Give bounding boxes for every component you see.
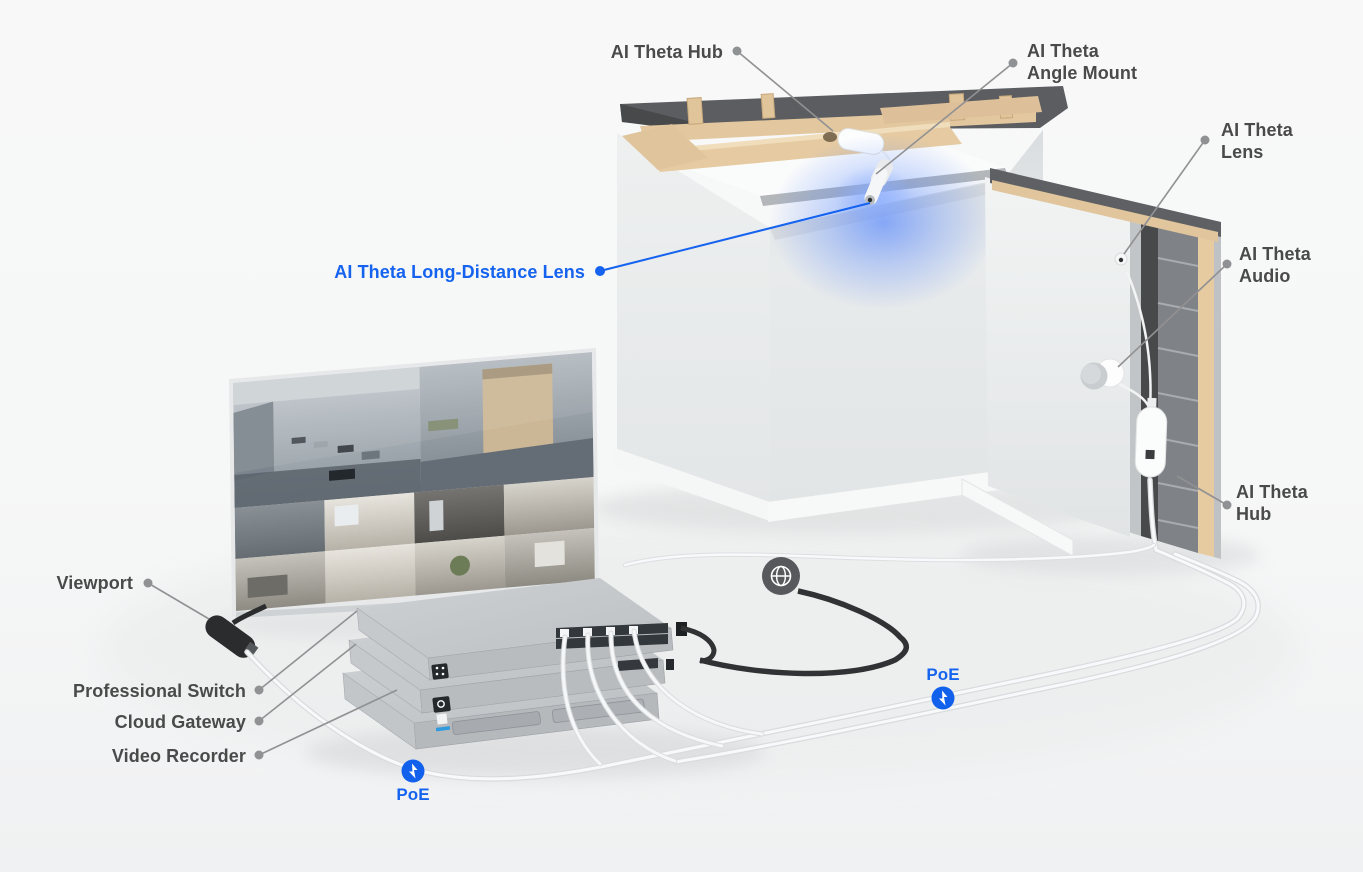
label-ai-theta-long-distance-lens: AI Theta Long-Distance Lens — [334, 262, 585, 282]
poe-badge-switch — [931, 686, 955, 710]
internet-globe-icon — [762, 557, 800, 595]
label-poe-recorder: PoE — [396, 785, 430, 804]
label-poe-switch: PoE — [926, 665, 960, 684]
right-wall-cutaway — [961, 168, 1221, 559]
viewport-adapter — [205, 603, 268, 658]
label-ai-theta-audio: AI Theta Audio — [1239, 244, 1311, 286]
camera-feed-monitor — [229, 348, 599, 618]
viewport-cable — [231, 603, 268, 626]
theta-lens-device — [1114, 252, 1128, 266]
uplink-cable — [680, 588, 909, 677]
theta-long-distance-lens-device — [864, 159, 893, 205]
label-ai-theta-angle-mount: AI Theta Angle Mount — [1027, 41, 1138, 83]
label-ai-theta-hub-right: AI Theta Hub — [1236, 482, 1308, 524]
wall-hub-device — [1134, 397, 1168, 478]
label-viewport: Viewport — [56, 573, 133, 593]
lightning-bolt-icon — [939, 690, 948, 706]
poe-badge-recorder — [401, 759, 425, 783]
label-cloud-gateway: Cloud Gateway — [114, 712, 246, 732]
leader-line-blue — [595, 202, 871, 276]
label-ai-theta-hub-top: AI Theta Hub — [610, 42, 723, 62]
patch-cables — [560, 628, 765, 767]
theta-audio-device — [1080, 358, 1125, 390]
leader-dots — [143, 46, 1232, 760]
label-professional-switch: Professional Switch — [73, 681, 246, 701]
mount-hole — [823, 132, 837, 142]
label-ai-theta-lens: AI Theta Lens — [1221, 120, 1293, 162]
leader-lines — [147, 50, 1228, 756]
lightning-bolt-icon — [409, 763, 418, 779]
label-video-recorder: Video Recorder — [111, 746, 246, 766]
